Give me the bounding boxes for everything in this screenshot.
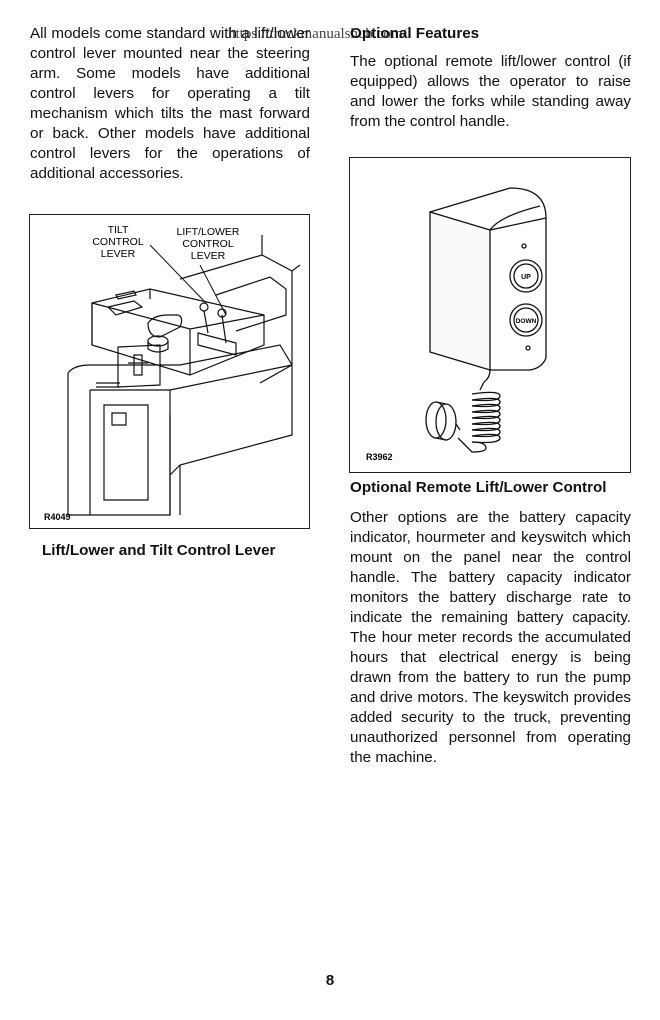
callout-tilt-line2: CONTROL [92,236,143,248]
remote-control-illustration: UP DOWN R3962 [366,187,547,462]
callout-lift-line1: LIFT/LOWER [176,226,239,238]
left-column: All models come standard with a lift/low… [30,24,310,184]
page-number: 8 [325,972,335,989]
watermark-url[interactable]: https://truckmanualshub.com/ [228,26,407,42]
figure-remote-control: UP DOWN R3962 [349,157,631,473]
callout-lift-line2: CONTROL [182,238,233,250]
figure-code-right: R3962 [366,452,393,462]
options-paragraph: Other options are the battery capacity i… [350,509,631,766]
caption-remote-control: Optional Remote Lift/Lower Control [350,479,607,496]
right-column: Optional Features The optional remote li… [350,24,631,132]
callout-lift-line3: LEVER [191,250,226,262]
callout-tilt-line3: LEVER [101,248,136,260]
remote-control-paragraph: The optional remote lift/lower control (… [350,53,631,130]
figure-code-left: R4049 [44,512,71,522]
figure-control-levers: TILT CONTROL LEVER LIFT/LOWER CONTROL LE… [29,214,310,529]
section-heading-optional-features: Optional Features [350,25,480,42]
callout-tilt-line1: TILT [108,224,129,236]
options-text-block: Other options are the battery capacity i… [350,508,631,768]
button-up-label: UP [521,274,531,281]
control-lever-illustration: TILT CONTROL LEVER LIFT/LOWER CONTROL LE… [44,224,301,522]
button-down-label: DOWN [516,318,537,325]
caption-control-levers: Lift/Lower and Tilt Control Lever [42,542,276,559]
intro-paragraph: All models come standard with a lift/low… [30,25,310,182]
